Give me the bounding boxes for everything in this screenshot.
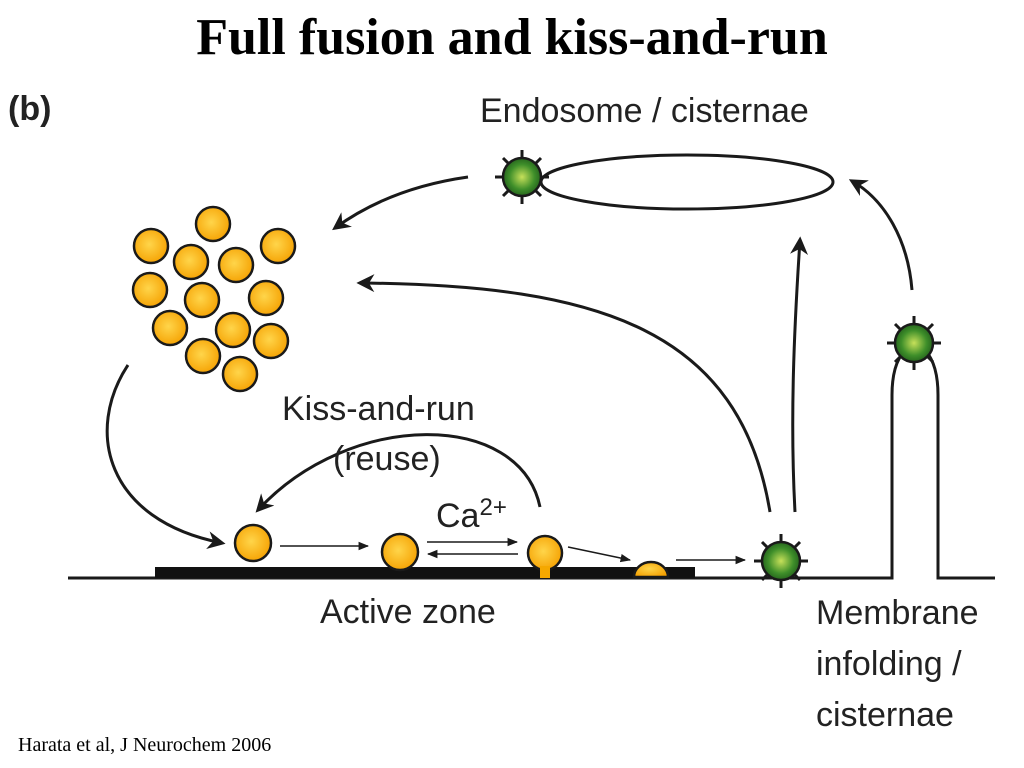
membrane-infolding-label-line2: infolding / bbox=[816, 645, 962, 683]
reserve-vesicle bbox=[252, 322, 290, 360]
reserve-vesicle bbox=[259, 227, 297, 265]
arrow-cluster-to-active-zone bbox=[105, 364, 226, 550]
vesicle-cluster bbox=[131, 205, 297, 393]
reserve-vesicle bbox=[172, 243, 210, 281]
panel-label: (b) bbox=[8, 90, 51, 128]
collapsing-vesicle bbox=[632, 560, 670, 579]
calcium-label: Ca2+ bbox=[436, 494, 507, 535]
active-zone-label: Active zone bbox=[320, 593, 496, 631]
arrow-infolding-to-endosome bbox=[848, 179, 914, 291]
arrow-fullfusion-to-endosome bbox=[790, 236, 809, 513]
endosome-ellipse bbox=[539, 153, 835, 211]
reserve-vesicle bbox=[151, 309, 189, 347]
reserve-vesicle bbox=[221, 355, 259, 393]
calcium-charge: 2+ bbox=[479, 494, 506, 521]
reserve-vesicle bbox=[194, 205, 232, 243]
reserve-vesicle bbox=[184, 337, 222, 375]
reserve-vesicle bbox=[183, 281, 221, 319]
membrane-infolding-label-line3: cisternae bbox=[816, 696, 954, 734]
coated-vesicle-endosome bbox=[495, 150, 549, 204]
coated-vesicle-infolding bbox=[887, 316, 941, 370]
arrow-kiss-and-run-reuse bbox=[255, 433, 542, 513]
arrow-fusion-to-collapse bbox=[567, 546, 632, 563]
reserve-vesicle bbox=[131, 271, 169, 309]
coated-vesicle-membrane bbox=[754, 534, 808, 588]
membrane-infolding-label-line1: Membrane bbox=[816, 594, 979, 632]
reuse-label: (reuse) bbox=[333, 440, 441, 478]
page-title: Full fusion and kiss-and-run bbox=[196, 9, 828, 66]
reserve-vesicle bbox=[214, 311, 252, 349]
kiss-and-run-label: Kiss-and-run bbox=[282, 390, 475, 428]
docked-vesicle bbox=[233, 523, 273, 563]
arrow-endosome-to-cluster bbox=[332, 175, 469, 231]
arrow-fullfusion-to-cluster bbox=[356, 274, 772, 513]
fusion-pore-vesicle bbox=[526, 534, 564, 578]
active-zone-bar bbox=[155, 567, 695, 578]
reserve-vesicle bbox=[132, 227, 170, 265]
primed-vesicle bbox=[380, 532, 420, 572]
calcium-symbol: Ca bbox=[436, 497, 480, 535]
reserve-vesicle bbox=[217, 246, 255, 284]
citation: Harata et al, J Neurochem 2006 bbox=[18, 734, 272, 756]
endosome-label: Endosome / cisternae bbox=[480, 92, 809, 130]
reserve-vesicle bbox=[247, 279, 285, 317]
